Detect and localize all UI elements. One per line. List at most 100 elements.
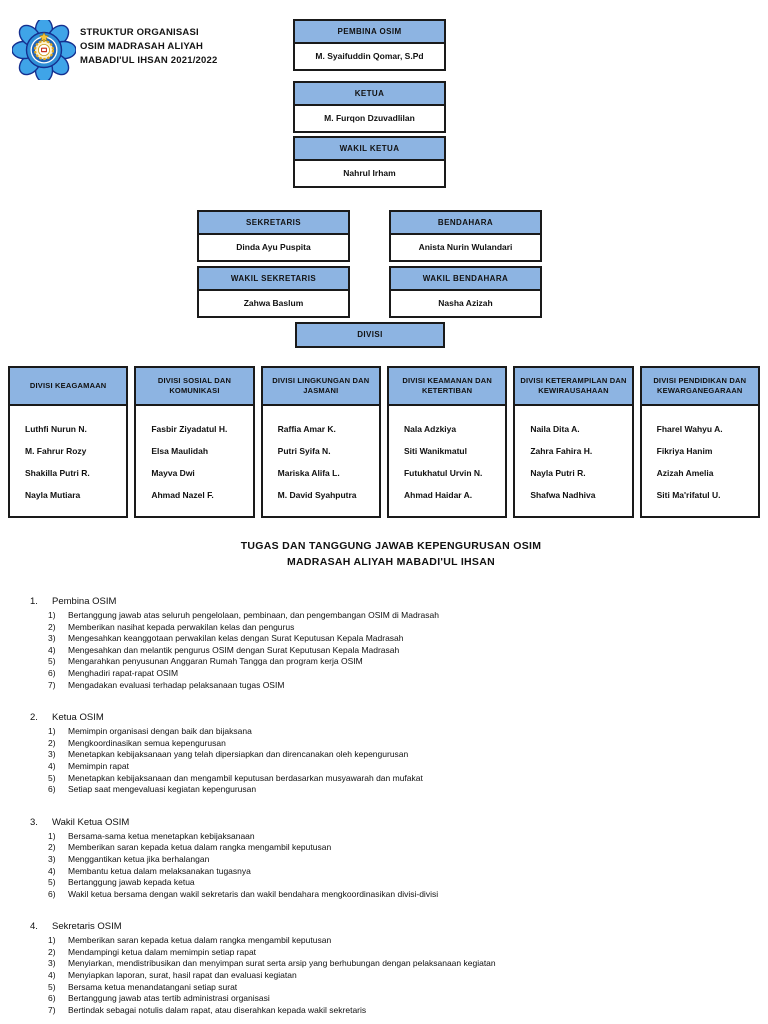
task-item: 3)Mengesahkan keanggotaan perwakilan kel…	[30, 633, 752, 645]
task-item: 6)Setiap saat mengevaluasi kegiatan kepe…	[30, 784, 752, 796]
task-item-list: 1)Bertanggung jawab atas seluruh pengelo…	[30, 610, 752, 691]
task-item-number: 6)	[48, 667, 56, 678]
org-box-ketua: KETUA M. Furqon Dzuvadlilan	[293, 81, 446, 133]
member-name: M. David Syahputra	[277, 490, 357, 500]
section-title: Wakil Ketua OSIM	[52, 816, 130, 828]
org-box-wakil-ketua: WAKIL KETUA Nahrul Irham	[293, 136, 446, 188]
task-item-number: 3)	[48, 853, 56, 864]
task-item-text: Bersama-sama ketua menetapkan kebijaksan…	[68, 830, 255, 841]
task-item-number: 5)	[48, 772, 56, 783]
member-name: Ahmad Nazel F.	[151, 490, 214, 500]
tasks-title-line-1: TUGAS DAN TANGGUNG JAWAB KEPENGURUSAN OS…	[240, 540, 542, 552]
task-item-text: Memimpin rapat	[68, 760, 129, 771]
task-item-text: Mengadakan evaluasi terhadap pelaksanaan…	[68, 679, 285, 690]
title-line-2: OSIM MADRASAH ALIYAH	[80, 41, 204, 52]
task-item-list: 1)Memimpin organisasi dengan baik dan bi…	[30, 726, 752, 796]
task-item-list: 1)Memberikan saran kepada ketua dalam ra…	[30, 935, 752, 1016]
org-box-name: M. Syaifuddin Qomar, S.Pd	[315, 51, 424, 61]
task-item-text: Setiap saat mengevaluasi kegiatan kepeng…	[68, 784, 257, 795]
section-number: 4.	[30, 921, 38, 933]
task-item: 6) Menghadiri rapat-rapat OSIM	[30, 668, 752, 680]
org-box-name: Nahrul Irham	[343, 168, 396, 178]
org-box-title: WAKIL BENDAHARA	[391, 268, 540, 291]
member-name: Fharel Wahyu A.	[656, 424, 723, 434]
org-box-name: M. Furqon Dzuvadlilan	[324, 113, 415, 123]
org-box-sekretaris: SEKRETARIS Dinda Ayu Puspita	[197, 210, 350, 262]
task-sections: 1.Pembina OSIM 1)Bertanggung jawab atas s…	[30, 596, 752, 1016]
org-box-title: BENDAHARA	[391, 212, 540, 235]
tasks-title-line-2: MADRASAH ALIYAH MABADI'UL IHSAN	[287, 556, 495, 568]
task-item: 3)Menetapkan kebijaksanaan yang telah di…	[30, 749, 752, 761]
task-item: 4) Membantu ketua dalam melaksanakan tuga…	[30, 866, 752, 878]
member-name: Naila Dita A.	[530, 424, 580, 434]
org-box-title: PEMBINA OSIM	[295, 21, 444, 44]
task-item-number: 7)	[48, 679, 56, 690]
section-title: Sekretaris OSIM	[52, 921, 122, 933]
task-item: 5)Bersama ketua menandatangani setiap su…	[30, 982, 752, 994]
task-item-number: 7)	[48, 1004, 56, 1015]
org-box-title: WAKIL KETUA	[295, 138, 444, 161]
org-box-name: Nasha Azizah	[438, 298, 493, 308]
task-item: 1)Memimpin organisasi dengan baik dan bi…	[30, 726, 752, 738]
task-item-text: Menghadiri rapat-rapat OSIM	[68, 667, 179, 678]
member-name: Siti Ma'rifatul U.	[656, 490, 721, 500]
org-box-name: Anista Nurin Wulandari	[418, 242, 513, 252]
division-header: DIVISI SOSIAL DAN KOMUNIKASI	[136, 368, 253, 406]
task-item-text: Bertanggung jawab kepada ketua	[68, 877, 195, 888]
member-name: Shafwa Nadhiva	[530, 490, 596, 500]
task-item-number: 2)	[48, 946, 56, 957]
task-item-number: 2)	[48, 621, 56, 632]
task-item-text: Membantu ketua dalam melaksanakan tugasn…	[68, 865, 251, 876]
task-item-text: Mengkoordinasikan semua kepengurusan	[68, 737, 226, 748]
org-box-title: SEKRETARIS	[199, 212, 348, 235]
task-item: 2)Mengkoordinasikan semua kepengurusan	[30, 738, 752, 750]
member-name: Shakilla Putri R.	[25, 468, 90, 478]
task-item-number: 1)	[48, 830, 56, 841]
task-item-number: 6)	[48, 993, 56, 1004]
task-item-text: Menyiapkan laporan, surat, hasil rapat d…	[68, 970, 297, 981]
task-section: 1.Pembina OSIM 1)Bertanggung jawab atas s…	[30, 596, 752, 691]
task-section: 2.Ketua OSIM 1)Memimpin organisasi dengan…	[30, 712, 752, 796]
task-item-text: Menyiarkan, mendistribusikan dan menyimp…	[68, 958, 496, 969]
task-item-number: 4)	[48, 865, 56, 876]
division-column: DIVISI KETERAMPILAN DAN KEWIRAUSAHAAN Nai…	[513, 366, 634, 518]
task-item-number: 3)	[48, 958, 56, 969]
title-line-1: STRUKTUR ORGANISASI	[80, 27, 199, 38]
org-box-name: Zahwa Baslum	[243, 298, 304, 308]
task-section-heading: 2.Ketua OSIM	[30, 712, 752, 724]
task-item: 7) Bertindak sebagai notulis dalam rapat,…	[30, 1005, 752, 1017]
task-item-text: Memimpin organisasi dengan baik dan bija…	[68, 726, 252, 737]
task-item-number: 1)	[48, 610, 56, 620]
task-item: 3) Menyiarkan, mendistribusikan dan menyi…	[30, 958, 752, 970]
division-header: DIVISI KETERAMPILAN DAN KEWIRAUSAHAAN	[515, 368, 632, 406]
task-item: 5)Menetapkan kebijaksanaan dan mengambil…	[30, 773, 752, 785]
section-number: 2.	[30, 712, 38, 724]
task-item: 2)Mendampingi ketua dalam memimpin setia…	[30, 947, 752, 959]
member-name: Fikriya Hanim	[656, 446, 713, 456]
task-item-text: Memberikan saran kepada ketua dalam rang…	[68, 935, 332, 946]
task-item-text: Bertindak sebagai notulis dalam rapat, a…	[68, 1004, 367, 1015]
task-item-text: Menetapkan kebijaksanaan yang telah dipe…	[68, 749, 409, 760]
task-section-heading: 1.Pembina OSIM	[30, 596, 752, 608]
task-section-heading: 4. Sekretaris OSIM	[30, 921, 752, 933]
task-item-number: 4)	[48, 760, 56, 771]
task-item-text: Wakil ketua bersama dengan wakil sekreta…	[68, 888, 439, 899]
task-item: 4)Mengesahkan dan melantik pengurus OSIM…	[30, 645, 752, 657]
org-box-pembina: PEMBINA OSIM M. Syaifuddin Qomar, S.Pd	[293, 19, 446, 71]
org-box-title: KETUA	[295, 83, 444, 106]
member-name: Zahra Fahira H.	[530, 446, 593, 456]
task-item: 5)Bertanggung jawab kepada ketua	[30, 877, 752, 889]
task-section-heading: 3.Wakil Ketua OSIM	[30, 817, 752, 829]
task-item: 6)Wakil ketua bersama dengan wakil sekre…	[30, 889, 752, 901]
org-box-bendahara: BENDAHARA Anista Nurin Wulandari	[389, 210, 542, 262]
section-number: 1.	[30, 596, 38, 607]
task-item-number: 5)	[48, 656, 56, 667]
tasks-block: TUGAS DAN TANGGUNG JAWAB KEPENGURUSAN OS…	[30, 538, 752, 1024]
task-item-text: Mengesahkan dan melantik pengurus OSIM d…	[68, 644, 400, 655]
